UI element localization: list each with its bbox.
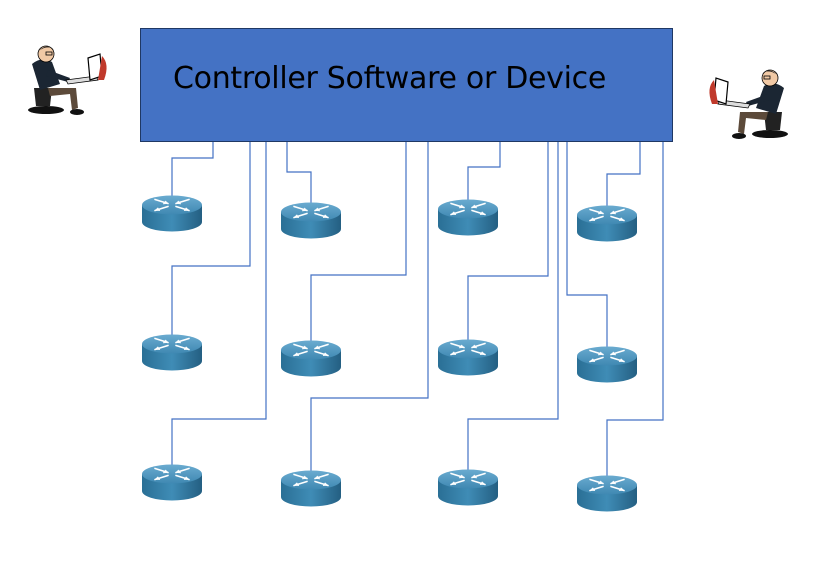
router-icon	[141, 463, 203, 502]
router-icon	[576, 474, 638, 513]
link-r9	[171, 142, 267, 465]
router-icon	[280, 201, 342, 240]
link-r1	[171, 142, 214, 196]
router-icon	[437, 198, 499, 237]
admin-left-icon	[28, 45, 107, 115]
router-icon	[141, 333, 203, 372]
link-r10	[310, 142, 429, 471]
controller-label: Controller Software or Device	[173, 61, 607, 96]
router-icon	[280, 339, 342, 378]
link-r2	[286, 142, 312, 203]
link-r8	[566, 142, 608, 347]
router-icon	[576, 345, 638, 384]
link-r4	[606, 142, 641, 206]
router-icon	[437, 338, 499, 377]
router-icon	[576, 204, 638, 243]
router-icon	[141, 194, 203, 233]
link-r3	[467, 142, 501, 200]
controller-box: Controller Software or Device	[140, 28, 673, 142]
link-r7	[467, 142, 549, 340]
link-r5	[171, 142, 251, 335]
admin-right-icon	[709, 69, 788, 139]
link-r11	[467, 142, 559, 470]
router-icon	[280, 469, 342, 508]
link-r12	[606, 142, 664, 476]
router-icon	[437, 468, 499, 507]
link-r6	[310, 142, 407, 341]
